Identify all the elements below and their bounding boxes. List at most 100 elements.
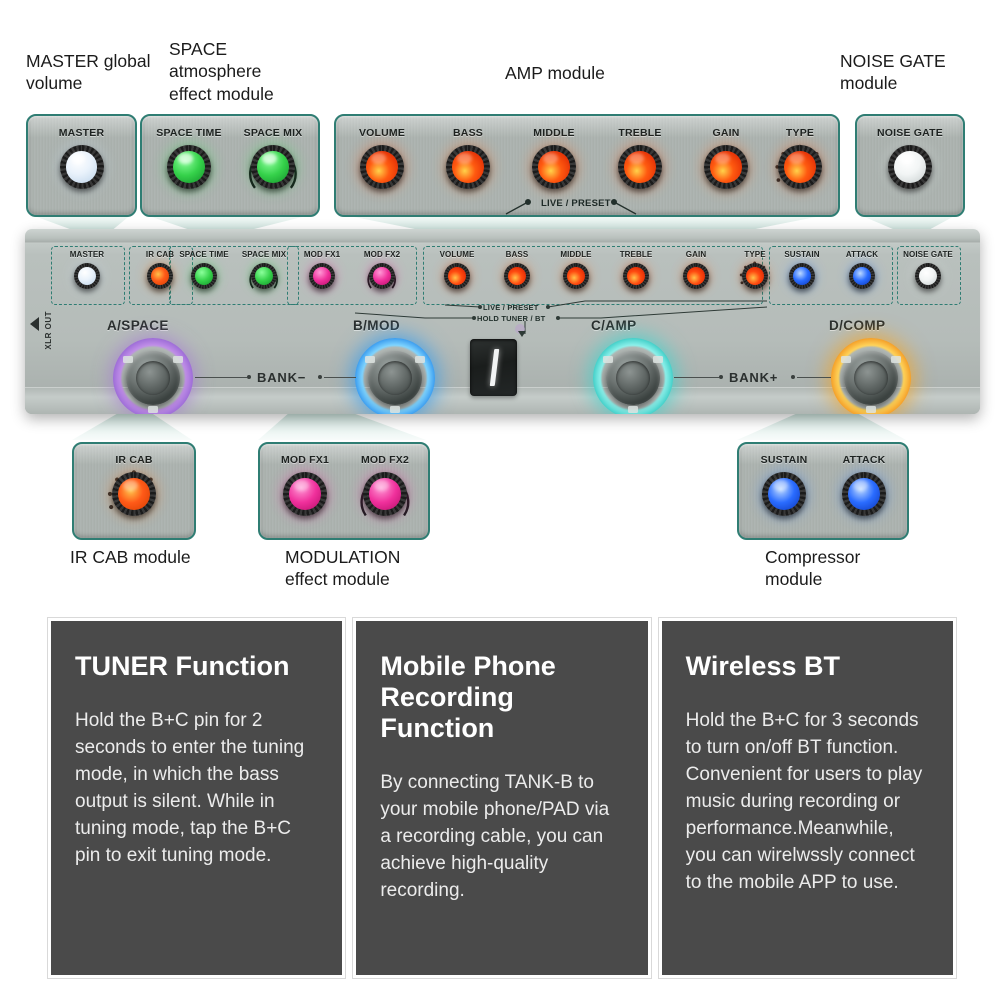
knob-dial[interactable] — [768, 135, 832, 199]
pedal-knob-bass[interactable]: BASS — [487, 250, 547, 295]
knob-bass[interactable]: BASS — [430, 127, 506, 199]
knob-label: TREBLE — [619, 250, 653, 259]
knob-label: SUSTAIN — [760, 454, 808, 466]
knob-dial[interactable] — [752, 462, 816, 526]
pedal-knob-attack[interactable]: ATTACK — [833, 250, 891, 295]
card-body: Hold the B+C for 3 seconds to turn on/of… — [685, 710, 923, 893]
knob-dial[interactable] — [436, 135, 500, 199]
knob-middle[interactable]: MIDDLE — [516, 127, 592, 199]
knob-noise-gate[interactable]: NOISE GATE — [857, 127, 963, 199]
knob-gain[interactable]: GAIN — [688, 127, 764, 199]
knob-space-time[interactable]: SPACE TIME — [148, 127, 230, 199]
knob-dial[interactable] — [878, 135, 942, 199]
callout-module-compressor: SUSTAIN ATTACK — [737, 442, 909, 540]
knob-dial[interactable] — [843, 257, 881, 295]
knob-sustain[interactable]: SUSTAIN — [745, 454, 823, 526]
callout-module-master: MASTER — [26, 114, 137, 217]
knob-dial[interactable] — [102, 462, 166, 526]
knob-treble[interactable]: TREBLE — [602, 127, 678, 199]
callout-module-modulation: MOD FX1 MOD FX2 — [258, 442, 430, 540]
footswitch-d-comp[interactable] — [831, 338, 911, 414]
knob-label: NOISE GATE — [903, 250, 953, 259]
knob-dial[interactable] — [273, 462, 337, 526]
pedal-live-preset-label: LIVE / PRESET — [483, 303, 539, 312]
knob-dial[interactable] — [522, 135, 586, 199]
pedal-knob-treble[interactable]: TREBLE — [606, 250, 666, 295]
knob-dial[interactable] — [363, 257, 401, 295]
knob-mod-fx2[interactable]: MOD FX2 — [346, 454, 424, 526]
knob-type[interactable]: TYPE — [762, 127, 838, 199]
knob-dial[interactable] — [557, 257, 595, 295]
knob-ir-cab[interactable]: IR CAB — [74, 454, 194, 526]
pedal-knob-gain[interactable]: GAIN — [666, 250, 726, 295]
knob-dial[interactable] — [736, 257, 774, 295]
knob-dial[interactable] — [157, 135, 221, 199]
knob-master[interactable]: MASTER — [28, 127, 135, 199]
bank-left-dot-b — [318, 375, 322, 379]
pedal-knob-volume[interactable]: VOLUME — [427, 250, 487, 295]
knob-dial[interactable] — [141, 257, 179, 295]
knob-dial[interactable] — [783, 257, 821, 295]
footswitch-b-mod[interactable] — [355, 338, 435, 414]
pedal-hold-tuner-bt-label: HOLD TUNER / BT — [477, 314, 546, 323]
caption-ir-cab: IR CAB module — [70, 547, 191, 567]
pedal-knob-middle[interactable]: MIDDLE — [546, 250, 606, 295]
footswitch-label-b-mod: B/MOD — [353, 318, 400, 333]
knob-dial[interactable] — [832, 462, 896, 526]
pedal-knob-noise-gate[interactable]: NOISE GATE — [899, 250, 957, 295]
knob-dial[interactable] — [498, 257, 536, 295]
knob-dial[interactable] — [608, 135, 672, 199]
knob-label: MIDDLE — [533, 127, 575, 139]
info-card-recording: Mobile Phone Recording Function By conne… — [352, 617, 652, 979]
knob-dial[interactable] — [245, 257, 283, 295]
bank-right-line-a — [674, 377, 719, 379]
knob-label: TREBLE — [618, 127, 662, 139]
knob-dial[interactable] — [694, 135, 758, 199]
preset-number-display: 1 — [470, 339, 517, 396]
knob-dial[interactable] — [617, 257, 655, 295]
pedal-knob-mod-fx1[interactable]: MOD FX1 — [291, 250, 353, 295]
caption-master: MASTER global volume — [26, 51, 151, 94]
knob-dial[interactable] — [303, 257, 341, 295]
knob-label: GAIN — [712, 127, 740, 139]
bank-left-line-b — [324, 377, 356, 379]
knob-label: TYPE — [744, 250, 766, 259]
pedal-knob-sustain[interactable]: SUSTAIN — [773, 250, 831, 295]
card-body: By connecting TANK-B to your mobile phon… — [380, 772, 610, 902]
knob-dial[interactable] — [185, 257, 223, 295]
knob-label: SPACE TIME — [179, 250, 229, 259]
callout-module-amp: VOLUME BASS MIDDLE — [334, 114, 840, 217]
knob-dial[interactable] — [677, 257, 715, 295]
knob-label: MIDDLE — [560, 250, 592, 259]
pedal-knob-mod-fx2[interactable]: MOD FX2 — [351, 250, 413, 295]
knob-mod-fx1[interactable]: MOD FX1 — [266, 454, 344, 526]
knob-label: SPACE MIX — [241, 250, 287, 259]
knob-dial[interactable] — [438, 257, 476, 295]
pedal-knob-space-mix[interactable]: SPACE MIX — [233, 250, 295, 295]
pedal-knob-master[interactable]: MASTER — [55, 250, 119, 295]
knob-label: ATTACK — [842, 454, 886, 466]
card-body: Hold the B+C pin for 2 seconds to enter … — [75, 710, 305, 866]
knob-dial[interactable] — [353, 462, 417, 526]
knob-attack[interactable]: ATTACK — [825, 454, 903, 526]
pedal-knob-space-time[interactable]: SPACE TIME — [173, 250, 235, 295]
knob-dial[interactable] — [909, 257, 947, 295]
knob-dial[interactable] — [241, 135, 305, 199]
bank-plus-label: BANK+ — [729, 370, 779, 385]
footswitch-a-space[interactable] — [113, 338, 193, 414]
caption-noise-gate: NOISE GATE module — [840, 51, 946, 94]
knob-dial[interactable] — [350, 135, 414, 199]
knob-label: SPACE TIME — [156, 127, 222, 139]
knob-dial[interactable] — [68, 257, 106, 295]
bank-left-line-a — [195, 377, 247, 379]
knob-label: IR CAB — [145, 250, 175, 259]
knob-label: BASS — [453, 127, 483, 139]
knob-label: GAIN — [685, 250, 707, 259]
footswitch-c-amp[interactable] — [593, 338, 673, 414]
knob-dial[interactable] — [49, 135, 114, 199]
amp-live-preset-label: LIVE / PRESET — [541, 198, 611, 209]
knob-space-mix[interactable]: SPACE MIX — [232, 127, 314, 199]
knob-label: ATTACK — [845, 250, 879, 259]
knob-volume[interactable]: VOLUME — [344, 127, 420, 199]
